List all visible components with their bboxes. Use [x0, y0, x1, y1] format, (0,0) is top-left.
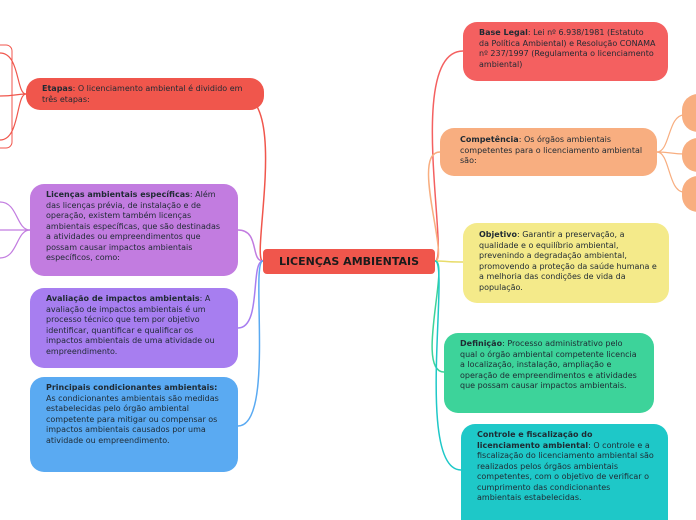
topic-avaliacao-label: Avaliação de impactos ambientais: [46, 294, 200, 303]
topic-definicao-text: Processo administrativo pelo qual o órgã…: [460, 339, 637, 390]
link-especificas-sub-3: [0, 229, 31, 259]
link-competencia: [427, 151, 441, 262]
topic-controle-label: Controle e fiscalização do licenciamento…: [477, 430, 593, 450]
competencia-child-3[interactable]: [682, 176, 696, 212]
topic-avaliacao-impactos[interactable]: Avaliação de impactos ambientais: A aval…: [30, 288, 238, 368]
topic-base-legal-text: Lei nº 6.938/1981 (Estatuto da Política …: [479, 28, 656, 69]
link-objetivo: [434, 260, 464, 263]
link-especificas: [237, 229, 264, 262]
topic-definicao[interactable]: Definição: Processo administrativo pelo …: [444, 333, 654, 413]
etapas-sub-frame: [0, 44, 13, 149]
link-competencia-sub-3: [656, 151, 685, 193]
topic-especificas-text: Além das licenças prévia, de instalação …: [46, 190, 221, 262]
topic-licencas-especificas[interactable]: Licenças ambientais específicas: Além da…: [30, 184, 238, 276]
competencia-child-2[interactable]: [682, 138, 696, 172]
link-condicionantes: [237, 260, 264, 427]
topic-controle-text: O controle e a fiscalização do licenciam…: [477, 440, 654, 503]
central-topic[interactable]: LICENÇAS AMBIENTAIS: [263, 249, 435, 274]
topic-especificas-label: Licenças ambientais específicas: [46, 190, 190, 199]
topic-objetivo-label: Objetivo: [479, 230, 517, 239]
link-competencia-sub-2: [656, 151, 685, 155]
link-competencia-sub-1: [656, 114, 685, 153]
topic-etapas[interactable]: Etapas: O licenciamento ambiental é divi…: [26, 78, 264, 110]
topic-condicionantes-text: As condicionantes ambientais são medidas…: [46, 393, 219, 445]
topic-definicao-label: Definição: [460, 339, 503, 348]
topic-objetivo-text: Garantir a preservação, a qualidade e o …: [479, 230, 657, 292]
topic-base-legal[interactable]: Base Legal: Lei nº 6.938/1981 (Estatuto …: [463, 22, 668, 81]
topic-etapas-label: Etapas: [42, 84, 73, 93]
topic-competencia-text: Os órgãos ambientais competentes para o …: [460, 135, 643, 165]
topic-controle-fiscalizacao[interactable]: Controle e fiscalização do licenciamento…: [461, 424, 668, 520]
topic-condicionantes[interactable]: Principais condicionantes ambientais: As…: [30, 377, 238, 472]
topic-avaliacao-text: A avaliação de impactos ambientais é um …: [46, 294, 215, 356]
topic-etapas-text: O licenciamento ambiental é dividido em …: [42, 84, 243, 104]
topic-base-legal-label: Base Legal: [479, 28, 528, 37]
topic-objetivo[interactable]: Objetivo: Garantir a preservação, a qual…: [463, 223, 669, 303]
topic-condicionantes-label: Principais condicionantes ambientais:: [46, 383, 218, 392]
link-etapas-sub-2: [0, 93, 27, 97]
topic-competencia-label: Competência: [460, 135, 519, 144]
link-etapas: [237, 93, 267, 262]
link-etapas-sub-3: [0, 93, 27, 141]
link-etapas-sub-1: [0, 52, 27, 95]
link-especificas-sub-1: [0, 201, 31, 231]
link-avaliacao: [237, 260, 264, 329]
central-topic-title: LICENÇAS AMBIENTAIS: [278, 255, 420, 268]
link-controle: [434, 260, 462, 471]
topic-competencia[interactable]: Competência: Os órgãos ambientais compet…: [440, 128, 657, 176]
competencia-child-1[interactable]: [682, 94, 696, 132]
